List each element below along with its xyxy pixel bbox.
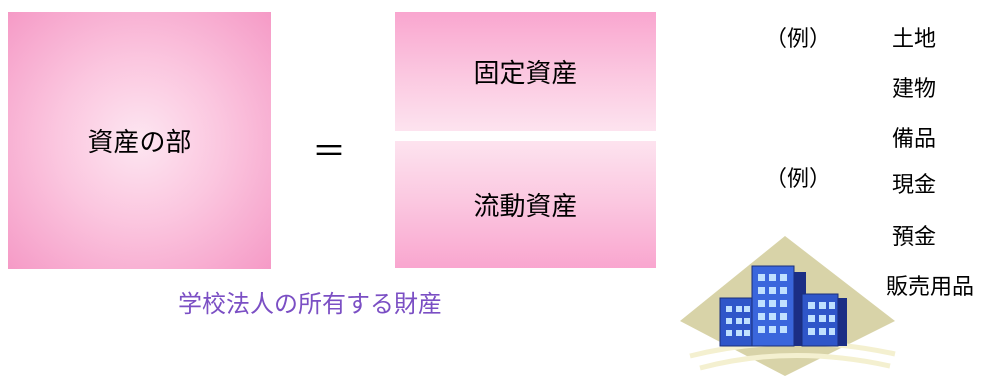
equals-sign: ＝ — [312, 132, 346, 172]
office-buildings-icon — [680, 236, 896, 376]
fixed-example-building: 建物 — [892, 77, 937, 102]
assets-section-box: 資産の部 — [8, 12, 271, 269]
fixed-assets-box: 固定資産 — [395, 12, 656, 131]
current-example-deposit: 預金 — [892, 225, 937, 250]
caption: 学校法人の所有する財産 — [178, 290, 442, 318]
fixed-examples-label: （例） — [765, 27, 832, 52]
current-example-goods-for-sale: 販売用品 — [886, 275, 975, 300]
current-examples-label: （例） — [765, 167, 832, 192]
current-assets-box: 流動資産 — [395, 141, 656, 268]
fixed-example-land: 土地 — [892, 27, 937, 52]
current-assets-label: 流動資産 — [473, 192, 578, 222]
fixed-example-equipment: 備品 — [892, 127, 937, 152]
current-example-cash: 現金 — [892, 173, 937, 198]
assets-section-label: 資産の部 — [87, 128, 192, 158]
fixed-assets-label: 固定資産 — [473, 59, 578, 89]
